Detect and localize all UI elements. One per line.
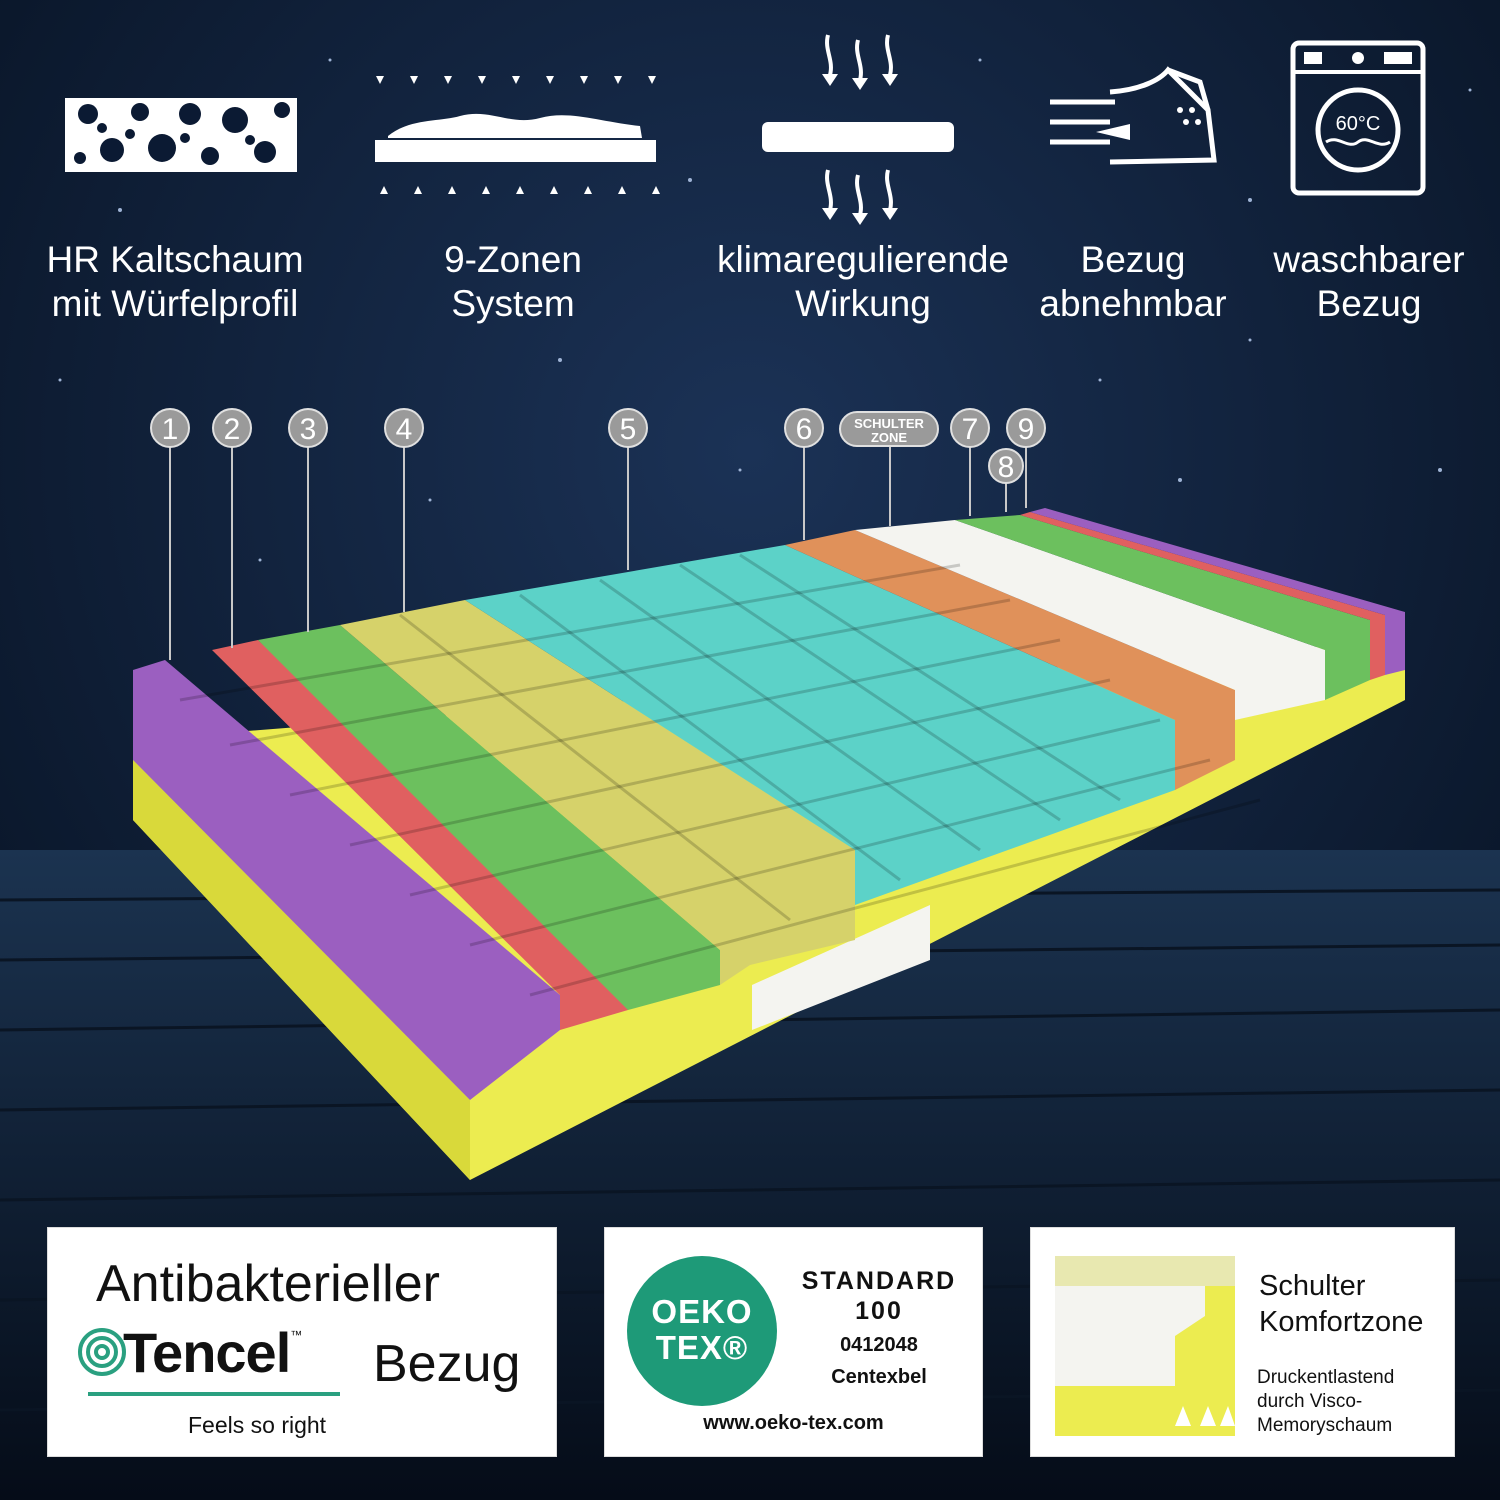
zone-yellow [340, 600, 855, 985]
zone-marker-7: 7 [950, 408, 990, 448]
oeko-tex-logo-icon [627, 1256, 777, 1406]
removable-cover-icon [1050, 66, 1217, 165]
zone-marker-5: 5 [608, 408, 648, 448]
body-zones-icon [375, 76, 660, 194]
zone-marker-2: 2 [212, 408, 252, 448]
zone-marker-6: 6 [784, 408, 824, 448]
tencel-line1: Antibakterieller [96, 1255, 440, 1313]
airflow-icon [762, 34, 954, 225]
svg-text:7: 7 [962, 413, 979, 446]
foam-bubbles-icon [65, 98, 297, 172]
wash-temperature: 60°C [1336, 113, 1381, 135]
feature-wash: 60°C [1288, 38, 1428, 198]
oeko-tex-logo-text: OEKO TEX® [651, 1293, 753, 1366]
oeko-institute: Centexbel [831, 1366, 927, 1388]
feature-climate [758, 30, 958, 225]
svg-text:ZONE: ZONE [871, 430, 907, 445]
svg-text:9: 9 [1018, 413, 1035, 446]
shoulder-comfort-badge: Schulter Komfortzone Druckentlastend dur… [1030, 1227, 1455, 1457]
shoulder-description: Druckentlastend durch Visco- Memoryschau… [1257, 1367, 1395, 1436]
svg-text:6: 6 [796, 413, 813, 446]
svg-text:1: 1 [162, 413, 179, 446]
zone-marker-3: 3 [288, 408, 328, 448]
tencel-tagline: Feels so right [188, 1412, 327, 1438]
oeko-url: www.oeko-tex.com [703, 1412, 884, 1434]
feature-zones [370, 30, 660, 210]
svg-text:4: 4 [396, 413, 413, 446]
zone-cyan [465, 545, 1175, 905]
zone-markers: 1 2 3 4 5 6 7 8 9 SCHULTER ZONE [150, 408, 1046, 484]
svg-text:8: 8 [998, 451, 1015, 484]
zone-marker-1: 1 [150, 408, 190, 448]
zone-marker-9: 9 [1006, 408, 1046, 448]
shoulder-zone-marker: SCHULTER ZONE [839, 411, 939, 447]
zone-marker-4: 4 [384, 408, 424, 448]
feature-foam [60, 30, 300, 210]
oeko-number: 0412048 [840, 1334, 918, 1356]
svg-text:2: 2 [224, 413, 241, 446]
tencel-logo-icon [78, 1328, 126, 1376]
zone-marker-8: 8 [988, 448, 1024, 484]
zone-green [258, 625, 720, 1010]
washing-machine-icon: 60°C [1290, 40, 1426, 196]
zone-red-2 [1020, 512, 1385, 680]
tencel-suffix: Bezug [373, 1335, 521, 1393]
mattress-base-window [752, 905, 930, 1030]
tencel-underline [88, 1392, 340, 1396]
shoulder-title: Schulter Komfortzone [1259, 1270, 1424, 1338]
zone-red [212, 640, 628, 1030]
oeko-tex-badge: OEKO TEX® STANDARD 100 0412048 Centexbel… [604, 1227, 983, 1457]
zone-purple [133, 660, 560, 1100]
zone-orange [785, 530, 1235, 790]
svg-text:3: 3 [300, 413, 317, 446]
tencel-badge: Antibakterieller Tencel™ Bezug Feels so … [47, 1227, 557, 1457]
feature-cover [1040, 30, 1230, 190]
shoulder-foam-icon [1055, 1256, 1235, 1436]
svg-text:SCHULTER: SCHULTER [854, 416, 924, 431]
zone-white [855, 520, 1325, 720]
zone-green-2 [955, 515, 1370, 700]
svg-text:5: 5 [620, 413, 637, 446]
oeko-standard: STANDARD 100 [801, 1267, 957, 1325]
zone-purple-2 [1030, 508, 1405, 675]
tencel-brand: Tencel™ [123, 1321, 302, 1384]
